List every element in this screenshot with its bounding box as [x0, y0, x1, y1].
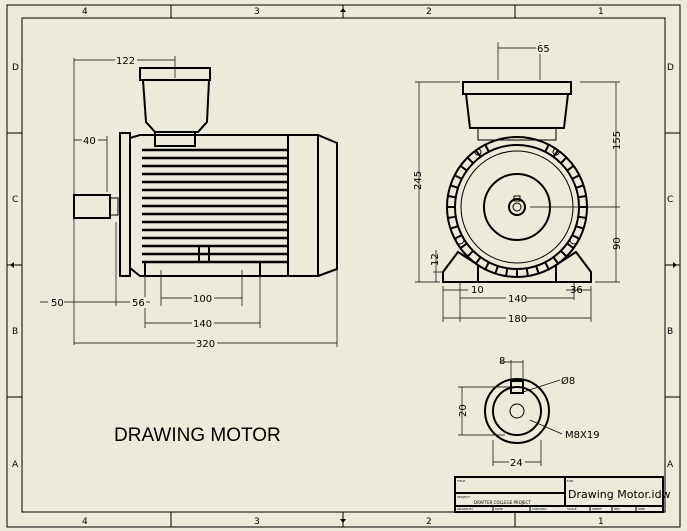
cooling-fin: [560, 156, 568, 164]
dim-label: 100: [193, 294, 212, 305]
cooling-fin: [535, 265, 540, 274]
project-name: DRAFTER COLLEGE PROJECT: [474, 500, 531, 505]
dim-label: 180: [508, 314, 527, 325]
cooling-fin: [450, 225, 459, 230]
cooling-fin: [447, 215, 456, 219]
tb-field-label: CHECKED: [532, 507, 547, 511]
dim-label: 20: [458, 404, 469, 417]
cooling-fin: [459, 242, 468, 249]
zone-label: A: [667, 460, 674, 470]
motor-side-view: [73, 67, 338, 277]
zone-label: 1: [598, 517, 604, 527]
tb-field-label: REV: [614, 507, 621, 511]
dim-label: 65: [537, 44, 550, 55]
cooling-fin: [552, 256, 559, 265]
cooling-fin: [544, 261, 550, 270]
drawing-title: DRAWING MOTOR: [114, 425, 281, 446]
cooling-fin: [575, 225, 584, 230]
zone-label: A: [12, 460, 19, 470]
cooling-fin: [484, 261, 490, 270]
cooling-fin: [571, 234, 580, 240]
dim-label: 245: [413, 171, 424, 190]
cooling-fin: [525, 268, 529, 277]
dim-label: 140: [508, 294, 527, 305]
project-label: PROJECT: [457, 495, 470, 499]
cooling-fin: [505, 268, 509, 277]
cooling-fin: [466, 250, 474, 258]
title-label: TITLE: [456, 479, 465, 483]
zone-label: 3: [254, 517, 260, 527]
dim-label: 320: [196, 339, 215, 350]
tb-field-label: SHEET: [592, 507, 602, 511]
cooling-fin: [475, 149, 482, 158]
zone-label: 2: [426, 7, 432, 17]
zone-label: 4: [82, 7, 88, 17]
front-view-dimensions: 65 155 245 90 12 10 140 36 180: [413, 42, 623, 325]
cooling-fin: [454, 174, 463, 180]
cooling-fin: [494, 265, 499, 274]
dim-label: Ø8: [561, 375, 575, 387]
dim-label: M8X19: [565, 430, 600, 441]
dim-label: 155: [612, 131, 623, 150]
zone-label: B: [667, 327, 673, 337]
zone-label: 2: [426, 517, 432, 527]
zone-label: 1: [598, 7, 604, 17]
cooling-fin: [552, 149, 559, 158]
dim-label: 122: [116, 56, 135, 67]
dim-label: 24: [510, 458, 523, 469]
cooling-fin: [560, 250, 568, 258]
cooling-fin: [566, 165, 575, 172]
dim-label: 40: [83, 136, 96, 147]
title-block: TITLE PROJECT DRAFTER COLLEGE PROJECT FI…: [454, 476, 671, 513]
outer-frame: [6, 4, 681, 528]
zone-label: 4: [82, 517, 88, 527]
zone-label: D: [12, 63, 19, 73]
cooling-fin: [575, 184, 584, 189]
file-label: FILE: [567, 479, 573, 483]
dim-label: 12: [430, 253, 441, 266]
file-name: Drawing Motor.idw: [568, 488, 671, 501]
dim-label: 10: [471, 285, 484, 296]
cooling-fin: [459, 165, 468, 172]
cooling-fin: [450, 184, 459, 189]
dim-label: 36: [570, 285, 583, 296]
tb-field-label: SCALE: [567, 507, 577, 511]
dim-label: 50: [51, 298, 64, 309]
zone-label: 3: [254, 7, 260, 17]
cooling-fin: [475, 256, 482, 265]
cooling-fin: [571, 174, 580, 180]
cooling-fin: [578, 215, 587, 219]
tb-field-label: DATE: [495, 507, 503, 511]
tb-field-label: SIZE: [638, 507, 645, 511]
zone-markers: [7, 5, 680, 527]
dim-label: 56: [132, 298, 145, 309]
zone-label: B: [12, 327, 18, 337]
side-view-dimensions: 122 40 50 56 100 140 320: [40, 55, 338, 350]
tb-field-label: DRAWN BY: [457, 507, 473, 511]
cooling-fin: [454, 234, 463, 240]
cooling-fin: [578, 195, 587, 199]
cooling-fin: [484, 144, 490, 153]
cooling-fin: [544, 144, 550, 153]
dim-label: 140: [193, 319, 212, 330]
zone-label: C: [667, 195, 673, 205]
motor-front-view: [442, 81, 592, 283]
zone-label: C: [12, 195, 18, 205]
cooling-fin: [566, 242, 575, 249]
shaft-section-detail: 8 Ø8 20 M8X19 24: [458, 356, 600, 469]
cooling-fin: [447, 195, 456, 199]
zone-label: D: [667, 63, 674, 73]
dim-label: 90: [612, 237, 623, 250]
dim-label: 8: [499, 356, 505, 367]
cooling-fin: [466, 156, 474, 164]
